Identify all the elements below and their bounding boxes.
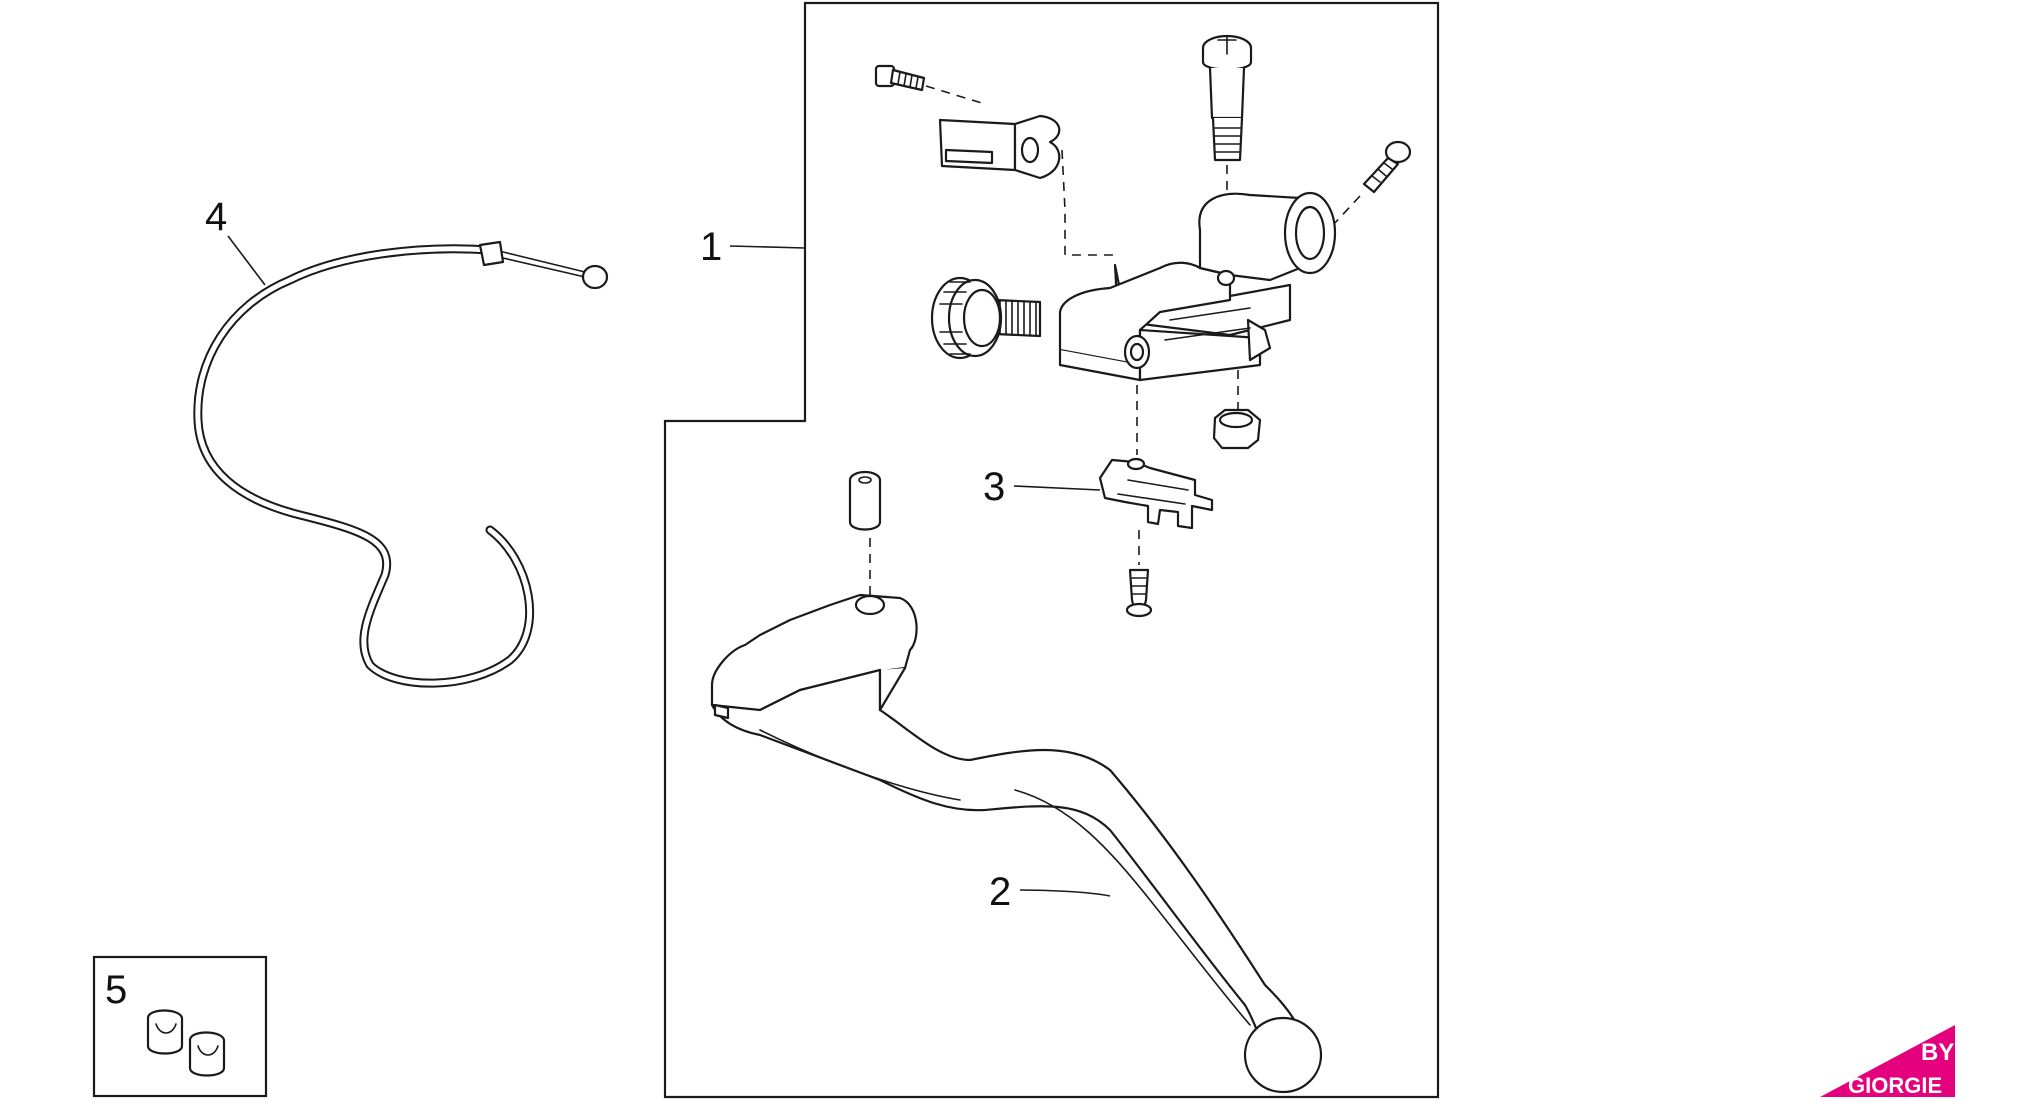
- lever-bushing[interactable]: [848, 470, 882, 531]
- small-screw-right[interactable]: [1362, 140, 1412, 194]
- dash-line-screw: [925, 85, 986, 105]
- leader-3: [1013, 485, 1101, 491]
- dash-line-clamp: [1061, 149, 1120, 256]
- leader-2: [1019, 889, 1111, 897]
- callout-1[interactable]: 1: [700, 225, 722, 269]
- leader-4: [227, 235, 266, 286]
- callout-5[interactable]: 5: [105, 968, 127, 1012]
- logo-line1: BY: [1921, 1039, 1954, 1066]
- switch-screw[interactable]: [1125, 568, 1153, 618]
- clutch-cable[interactable]: [193, 240, 609, 688]
- callout-3[interactable]: 3: [983, 465, 1005, 509]
- logo-line2: GIORGIE: [1848, 1073, 1942, 1098]
- lever-holder[interactable]: [1058, 191, 1337, 382]
- cable-clamp[interactable]: [938, 114, 1061, 180]
- small-screw-top[interactable]: [874, 64, 926, 92]
- assembly-frame: [663, 1, 1440, 1099]
- callout-2[interactable]: 2: [989, 870, 1011, 914]
- brand-logo: BY GIORGIE: [1820, 1025, 1955, 1098]
- micro-switch[interactable]: [1098, 457, 1214, 530]
- lock-nut[interactable]: [1212, 408, 1262, 450]
- leader-1: [729, 245, 806, 249]
- callout-4[interactable]: 4: [205, 195, 227, 239]
- part-5-box: [92, 955, 268, 1098]
- cable-clips[interactable]: [146, 1009, 226, 1077]
- clutch-lever[interactable]: [710, 593, 1323, 1094]
- adjuster-knob[interactable]: [930, 276, 1042, 360]
- logo-triangle: [1820, 1025, 1955, 1097]
- pivot-pin[interactable]: [1201, 34, 1253, 162]
